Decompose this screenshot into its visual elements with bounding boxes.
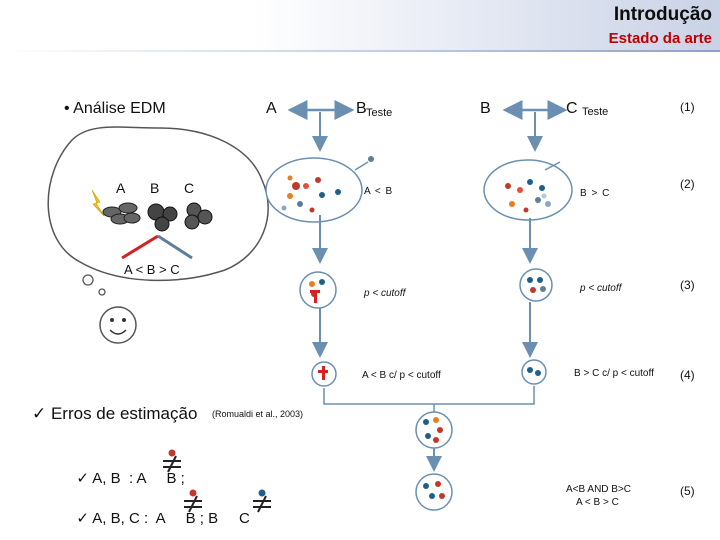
bullet-edm: • Análise EDM xyxy=(64,100,166,117)
flow-label-b2: B xyxy=(480,100,491,117)
result-circle-left xyxy=(311,361,337,387)
step-3: (3) xyxy=(680,278,695,292)
thought-label-c: C xyxy=(184,180,195,196)
cutoff-circle-right xyxy=(519,268,553,302)
step-4: (4) xyxy=(680,368,695,382)
final-and: A<B AND B>C xyxy=(566,484,632,495)
gel-spots-group xyxy=(102,202,213,232)
flow-teste-1: Teste xyxy=(366,107,393,119)
check-icon: ✓ xyxy=(76,470,93,487)
thought-bubble xyxy=(47,126,269,282)
flow-label-a: A xyxy=(266,100,277,117)
smiley-icon xyxy=(99,306,137,344)
result-left: A < B c/ p < cutoff xyxy=(362,370,441,381)
pvalue-right: p < cutoff xyxy=(580,283,622,294)
errors-line-2-text: A, B, C : A B ; B C xyxy=(92,510,250,527)
sample-ellipse-left xyxy=(265,157,363,223)
step-1: (1) xyxy=(680,100,695,114)
compare-a-b: A < B xyxy=(364,186,394,197)
result-right: B > C c/ p < cutoff xyxy=(574,368,654,379)
not-equal-icon xyxy=(184,489,202,513)
merged-circle xyxy=(415,411,453,449)
check-icon: ✓ xyxy=(76,510,93,527)
thought-dot xyxy=(82,274,94,286)
final-order: A < B > C xyxy=(576,497,619,508)
thought-label-a: A xyxy=(116,180,126,196)
flow-label-b: B xyxy=(356,100,367,117)
header-band xyxy=(0,0,720,52)
thought-order: A < B > C xyxy=(124,262,180,277)
errors-citation: (Romualdi et al., 2003) xyxy=(212,409,304,419)
page-title: Introdução xyxy=(613,4,712,25)
arrow-dot xyxy=(368,156,374,162)
sample-ellipse-right xyxy=(483,159,573,221)
errors-line-1-text: A, B : A B ; xyxy=(92,470,185,487)
flow-label-c: C xyxy=(566,100,578,117)
page-subtitle: Estado da arte xyxy=(608,30,712,47)
compare-b-c: B > C xyxy=(580,188,611,199)
header-rule xyxy=(0,50,720,52)
blue-line xyxy=(157,234,193,260)
pvalue-left: p < cutoff xyxy=(364,288,406,299)
step-5: (5) xyxy=(680,484,695,498)
merge-bracket xyxy=(323,386,535,405)
errors-heading: ✓ Erros de estimação xyxy=(32,404,197,424)
not-equal-icon xyxy=(253,489,271,513)
errors-line-2: ✓ A, B, C : A B ; B C xyxy=(68,492,250,527)
errors-heading-text: Erros de estimação xyxy=(50,404,198,423)
flow-teste-2: Teste xyxy=(582,106,609,118)
not-equal-icon xyxy=(163,449,181,473)
thought-label-b: B xyxy=(150,180,160,196)
final-circle xyxy=(415,473,453,511)
step-2: (2) xyxy=(680,177,695,191)
result-circle-right xyxy=(521,359,547,385)
red-line xyxy=(121,234,159,260)
thought-dot xyxy=(98,288,106,296)
errors-line-1: ✓ A, B : A B ; xyxy=(68,452,185,487)
check-icon: ✓ xyxy=(32,404,51,423)
cutoff-circle-left xyxy=(299,271,337,309)
lightning-icon xyxy=(91,189,105,217)
